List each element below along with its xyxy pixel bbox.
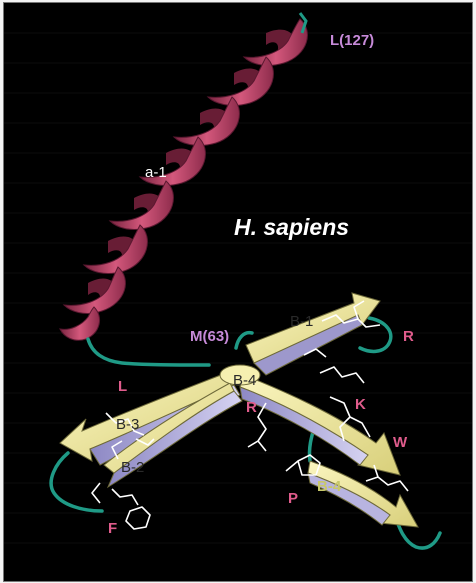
species-title: H. sapiens xyxy=(234,216,349,239)
strand-b4-center-label: B-4 xyxy=(233,373,256,388)
protein-structure-figure: L(127) a-1 H. sapiens M(63) B-1 R B-4 L … xyxy=(3,2,473,582)
residue-l-label: L xyxy=(118,379,127,394)
residue-r-lower-label: R xyxy=(246,400,257,415)
helix-label: a-1 xyxy=(145,165,167,180)
residue-f-label: F xyxy=(108,521,117,536)
strand-b3-label: B-3 xyxy=(116,417,139,432)
n-terminus-label: M(63) xyxy=(190,329,229,344)
residue-r-upper-label: R xyxy=(403,329,414,344)
residue-k-label: K xyxy=(355,397,366,412)
strand-b2-label: B-2 xyxy=(121,460,144,475)
ribbon-diagram xyxy=(4,3,472,581)
residue-p-label: P xyxy=(288,491,298,506)
residue-w-label: W xyxy=(393,435,407,450)
alpha-helix xyxy=(60,13,307,340)
c-terminus-label: L(127) xyxy=(330,33,374,48)
strand-b1-label: B-1 xyxy=(290,314,313,329)
strand-b4-lower-label: B-4 xyxy=(317,479,341,494)
